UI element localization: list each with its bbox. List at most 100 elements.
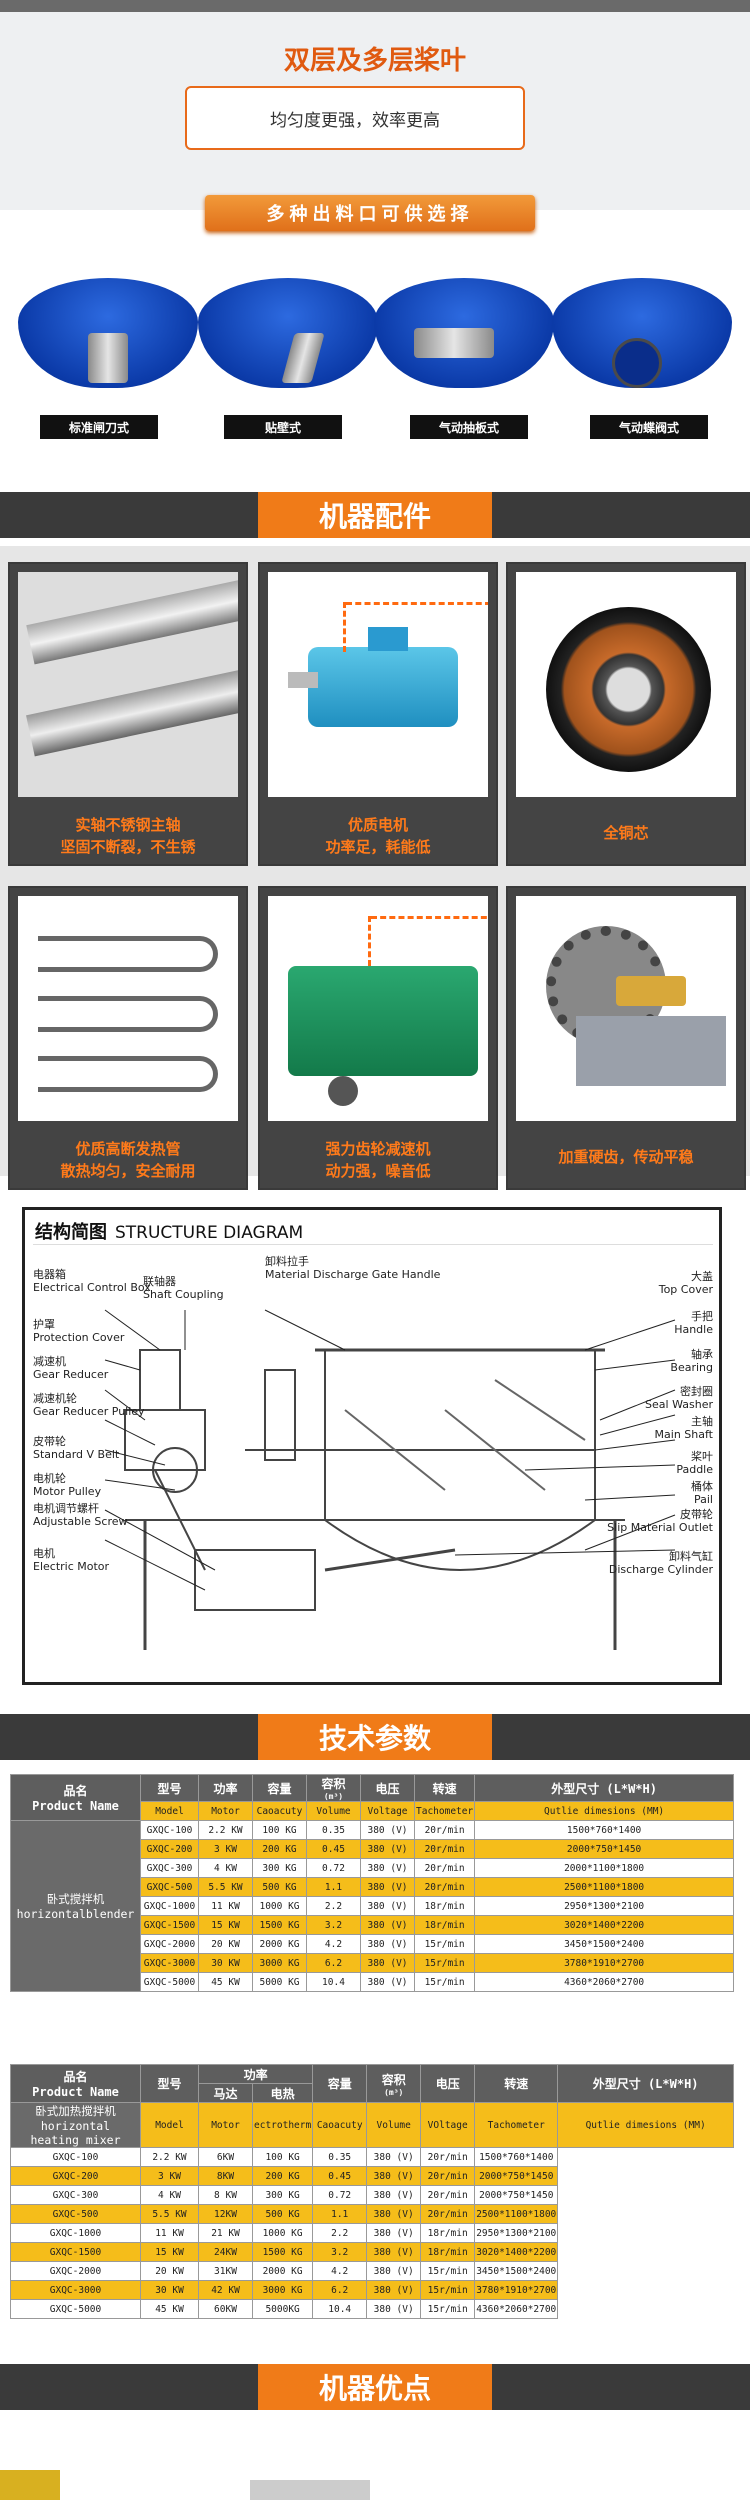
accessory-card-motor: 优质电机功率足，耗能低	[258, 562, 498, 866]
table-cell: 380 (V)	[360, 1877, 415, 1897]
table-cell: 20r/min	[420, 2147, 476, 2167]
table-cell: GXQC-2000	[10, 2261, 141, 2281]
table-cell: 2000*750*1450	[474, 2185, 559, 2205]
table-cell: 1.1	[312, 2204, 368, 2224]
table-cell: 45 KW	[140, 2299, 199, 2319]
accessory-caption-1b: 坚固不断裂，不生锈	[60, 838, 196, 856]
accessory-caption-2a: 优质电机	[347, 816, 408, 834]
table-cell: 380 (V)	[360, 1896, 415, 1916]
table-cell: GXQC-1000	[10, 2223, 141, 2243]
table-cell: 5.5 KW	[140, 2204, 199, 2224]
outlet-label-2: 贴壁式	[224, 415, 342, 439]
table-cell: 10.4	[312, 2299, 368, 2319]
table-cell: 2.2 KW	[140, 2147, 199, 2167]
table-cell: 2950*1300*2100	[474, 1896, 734, 1916]
table-cell: 3 KW	[198, 1839, 253, 1859]
table-cell: 60KW	[198, 2299, 253, 2319]
table-cell: 11 KW	[140, 2223, 199, 2243]
machine-drawing	[104, 1309, 676, 1650]
table-cell: 3.2	[306, 1915, 361, 1935]
table-cell: 2500*1100*1800	[474, 2204, 559, 2224]
table-cell: 4.2	[306, 1934, 361, 1954]
table-cell: GXQC-3000	[10, 2280, 141, 2300]
table-cell: 200 KG	[251, 2166, 314, 2186]
table-cell: 300 KG	[252, 1858, 307, 1878]
table-cell: 6KW	[198, 2147, 253, 2167]
table-cell: 1000 KG	[251, 2223, 314, 2243]
table-cell: GXQC-200	[140, 1839, 199, 1859]
table-cell: 20 KW	[140, 2261, 199, 2281]
table-cell: 0.45	[312, 2166, 368, 2186]
table-cell: 4360*2060*2700	[474, 2299, 559, 2319]
table-cell: 4 KW	[198, 1858, 253, 1878]
table-cell: GXQC-500	[10, 2204, 141, 2224]
paddle-desc-box: 均匀度更强，效率更高	[185, 86, 525, 150]
table-cell: 2000*750*1450	[474, 1839, 734, 1859]
table-cell: 1500 KG	[251, 2242, 314, 2262]
accessory-card-gears: 加重硬齿，传动平稳	[506, 886, 746, 1190]
accessory-card-gearbox: 强力齿轮减速机动力强，噪音低	[258, 886, 498, 1190]
accessory-caption-5a: 强力齿轮减速机	[325, 1140, 431, 1158]
table-cell: 100 KG	[252, 1820, 307, 1840]
table-cell: 380 (V)	[360, 1839, 415, 1859]
table-cell: 3000 KG	[252, 1953, 307, 1973]
table-cell: 18r/min	[420, 2242, 476, 2262]
table-cell: GXQC-1500	[140, 1915, 199, 1935]
table-cell: 15r/min	[413, 1972, 476, 1992]
table-cell: GXQC-200	[10, 2166, 141, 2186]
table-cell: GXQC-1500	[10, 2242, 141, 2262]
table-cell: 380 (V)	[366, 2299, 422, 2319]
table-cell: 30 KW	[140, 2280, 199, 2300]
accessory-caption-1a: 实轴不锈钢主轴	[75, 816, 181, 834]
accessory-card-shaft: 实轴不锈钢主轴坚固不断裂，不生锈	[8, 562, 248, 866]
table-cell: 500 KG	[251, 2204, 314, 2224]
table-cell: 15r/min	[420, 2261, 476, 2281]
table-cell: 200 KG	[252, 1839, 307, 1859]
accessory-card-copper: 全铜芯	[506, 562, 746, 866]
table-cell: 20r/min	[420, 2185, 476, 2205]
table-cell: 15r/min	[413, 1934, 476, 1954]
table-cell: 380 (V)	[360, 1858, 415, 1878]
table-cell: 0.35	[312, 2147, 368, 2167]
table-cell: 24KW	[198, 2242, 253, 2262]
table-cell: 3.2	[312, 2242, 368, 2262]
table-cell: 15 KW	[198, 1915, 253, 1935]
table-cell: 3450*1500*2400	[474, 1934, 734, 1954]
table-cell: 0.35	[306, 1820, 361, 1840]
table-cell: 4360*2060*2700	[474, 1972, 734, 1992]
table-cell: 4.2	[312, 2261, 368, 2281]
table-cell: 15 KW	[140, 2242, 199, 2262]
accessory-caption-4b: 散热均匀，安全耐用	[60, 1162, 196, 1180]
structure-title-en: STRUCTURE DIAGRAM	[115, 1223, 304, 1243]
outlet-label-4: 气动蝶阀式	[590, 415, 708, 439]
outlet-image-3	[374, 278, 554, 388]
advantages-header-title: 机器优点	[258, 2364, 492, 2410]
accessory-caption-4a: 优质高断发热管	[75, 1140, 181, 1158]
table-cell: 20r/min	[413, 1877, 476, 1897]
table-cell: 11 KW	[198, 1896, 253, 1916]
table-cell: 20r/min	[413, 1858, 476, 1878]
outlet-banner: 多种出料口可供选择	[205, 195, 535, 231]
table-cell: 42 KW	[198, 2280, 253, 2300]
table-cell: GXQC-100	[10, 2147, 141, 2167]
accessory-card-heater: 优质高断发热管散热均匀，安全耐用	[8, 886, 248, 1190]
table-cell: 380 (V)	[366, 2223, 422, 2243]
table-cell: 0.72	[312, 2185, 368, 2205]
table-cell: GXQC-5000	[140, 1972, 199, 1992]
table-cell: 380 (V)	[366, 2147, 422, 2167]
table-cell: 20r/min	[420, 2204, 476, 2224]
table-cell: 15r/min	[413, 1953, 476, 1973]
table-cell: 15r/min	[420, 2280, 476, 2300]
